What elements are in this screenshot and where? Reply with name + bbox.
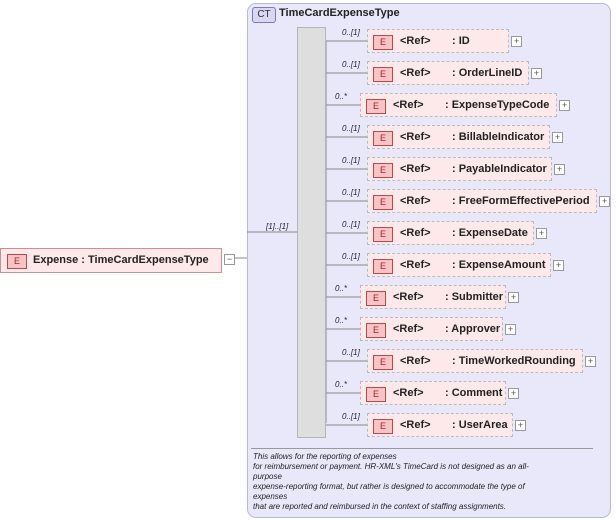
child-occurrence: 0..* bbox=[335, 380, 348, 389]
child-element[interactable]: E <Ref> : OrderLineID bbox=[367, 61, 529, 85]
ref-label: <Ref> bbox=[393, 387, 424, 399]
ref-label: <Ref> bbox=[400, 419, 431, 431]
element-badge: E bbox=[373, 67, 393, 82]
description-line: for reimbursement or payment. HR-XML's T… bbox=[253, 462, 529, 471]
child-occurrence: 0..[1] bbox=[342, 28, 360, 37]
child-element[interactable]: E <Ref> : BillableIndicator bbox=[367, 125, 550, 149]
element-badge: E bbox=[366, 323, 386, 338]
child-occurrence: 0..[1] bbox=[342, 348, 360, 357]
element-badge: E bbox=[366, 291, 386, 306]
collapse-icon[interactable]: − bbox=[224, 254, 235, 265]
expand-icon[interactable]: + bbox=[531, 68, 542, 79]
child-element[interactable]: E <Ref> : TimeWorkedRounding bbox=[367, 349, 583, 373]
element-badge: E bbox=[373, 131, 393, 146]
child-occurrence: 0..[1] bbox=[342, 220, 360, 229]
child-element-name: : Comment bbox=[445, 387, 503, 399]
expand-icon[interactable]: + bbox=[505, 324, 516, 335]
child-occurrence: 0..[1] bbox=[342, 60, 360, 69]
child-element-name: : Submitter bbox=[445, 291, 504, 303]
description-divider bbox=[251, 448, 593, 449]
child-element-name: : ExpenseTypeCode bbox=[445, 99, 550, 111]
expand-icon[interactable]: + bbox=[552, 132, 563, 143]
expand-icon[interactable]: + bbox=[536, 228, 547, 239]
expand-icon[interactable]: + bbox=[554, 164, 565, 175]
expand-icon[interactable]: + bbox=[559, 100, 570, 111]
child-occurrence: 0..* bbox=[335, 316, 348, 325]
description-line: expenses bbox=[253, 492, 288, 501]
element-badge: E bbox=[373, 355, 393, 370]
ref-label: <Ref> bbox=[400, 259, 431, 271]
child-occurrence: 0..[1] bbox=[342, 412, 360, 421]
child-element-name: : TimeWorkedRounding bbox=[452, 355, 576, 367]
sequence-compositor[interactable] bbox=[297, 27, 326, 438]
element-badge: E bbox=[373, 259, 393, 274]
element-badge: E bbox=[373, 227, 393, 242]
child-element-name: : Approver bbox=[445, 323, 501, 335]
description-line: This allows for the reporting of expense… bbox=[253, 452, 397, 461]
child-occurrence: 0..* bbox=[335, 284, 348, 293]
child-element-name: : ID bbox=[452, 35, 470, 47]
ref-label: <Ref> bbox=[400, 67, 431, 79]
child-occurrence: 0..* bbox=[335, 92, 348, 101]
complex-type-badge: CT bbox=[252, 7, 276, 23]
expand-icon[interactable]: + bbox=[599, 196, 610, 207]
child-occurrence: 0..[1] bbox=[342, 124, 360, 133]
element-badge: E bbox=[366, 387, 386, 402]
child-element[interactable]: E <Ref> : ID bbox=[367, 29, 509, 53]
expand-icon[interactable]: + bbox=[553, 260, 564, 271]
expand-icon[interactable]: + bbox=[585, 356, 596, 367]
child-element[interactable]: E <Ref> : Submitter bbox=[360, 285, 506, 309]
root-element-label: Expense : TimeCardExpenseType bbox=[33, 254, 209, 266]
element-badge: E bbox=[7, 254, 27, 269]
child-element[interactable]: E <Ref> : Approver bbox=[360, 317, 503, 341]
child-element-name: : ExpenseAmount bbox=[452, 259, 546, 271]
description: This allows for the reporting of expense… bbox=[253, 452, 598, 512]
element-badge: E bbox=[373, 163, 393, 178]
expand-icon[interactable]: + bbox=[515, 420, 526, 431]
child-element-name: : BillableIndicator bbox=[452, 131, 545, 143]
child-element[interactable]: E <Ref> : ExpenseDate bbox=[367, 221, 534, 245]
child-element-name: : PayableIndicator bbox=[452, 163, 547, 175]
child-element[interactable]: E <Ref> : PayableIndicator bbox=[367, 157, 552, 181]
element-badge: E bbox=[373, 195, 393, 210]
child-element[interactable]: E <Ref> : UserArea bbox=[367, 413, 513, 437]
description-line: expense-reporting format, but rather is … bbox=[253, 482, 525, 491]
sequence-occurrence: [1]..[1] bbox=[266, 222, 289, 231]
expand-icon[interactable]: + bbox=[508, 388, 519, 399]
child-element[interactable]: E <Ref> : Comment bbox=[360, 381, 506, 405]
description-line: that are reported and reimbursed in the … bbox=[253, 502, 507, 511]
ref-label: <Ref> bbox=[400, 35, 431, 47]
complex-type-title: TimeCardExpenseType bbox=[279, 7, 400, 19]
child-occurrence: 0..[1] bbox=[342, 188, 360, 197]
element-badge: E bbox=[366, 99, 386, 114]
expand-icon[interactable]: + bbox=[508, 292, 519, 303]
description-line: purpose bbox=[253, 472, 282, 481]
element-badge: E bbox=[373, 419, 393, 434]
child-element-name: : UserArea bbox=[452, 419, 508, 431]
child-element[interactable]: E <Ref> : ExpenseTypeCode bbox=[360, 93, 557, 117]
ref-label: <Ref> bbox=[393, 323, 424, 335]
root-element-expense[interactable]: E Expense : TimeCardExpenseType bbox=[0, 248, 222, 273]
child-element[interactable]: E <Ref> : ExpenseAmount bbox=[367, 253, 551, 277]
ref-label: <Ref> bbox=[400, 355, 431, 367]
child-occurrence: 0..[1] bbox=[342, 252, 360, 261]
ref-label: <Ref> bbox=[400, 163, 431, 175]
ref-label: <Ref> bbox=[400, 227, 431, 239]
expand-icon[interactable]: + bbox=[511, 36, 522, 47]
element-badge: E bbox=[373, 35, 393, 50]
ref-label: <Ref> bbox=[400, 195, 431, 207]
child-element-name: : OrderLineID bbox=[452, 67, 523, 79]
ref-label: <Ref> bbox=[400, 131, 431, 143]
ref-label: <Ref> bbox=[393, 99, 424, 111]
ref-label: <Ref> bbox=[393, 291, 424, 303]
child-element[interactable]: E <Ref> : FreeFormEffectivePeriod bbox=[367, 189, 597, 213]
child-occurrence: 0..[1] bbox=[342, 156, 360, 165]
child-element-name: : FreeFormEffectivePeriod bbox=[452, 195, 590, 207]
child-element-name: : ExpenseDate bbox=[452, 227, 528, 239]
